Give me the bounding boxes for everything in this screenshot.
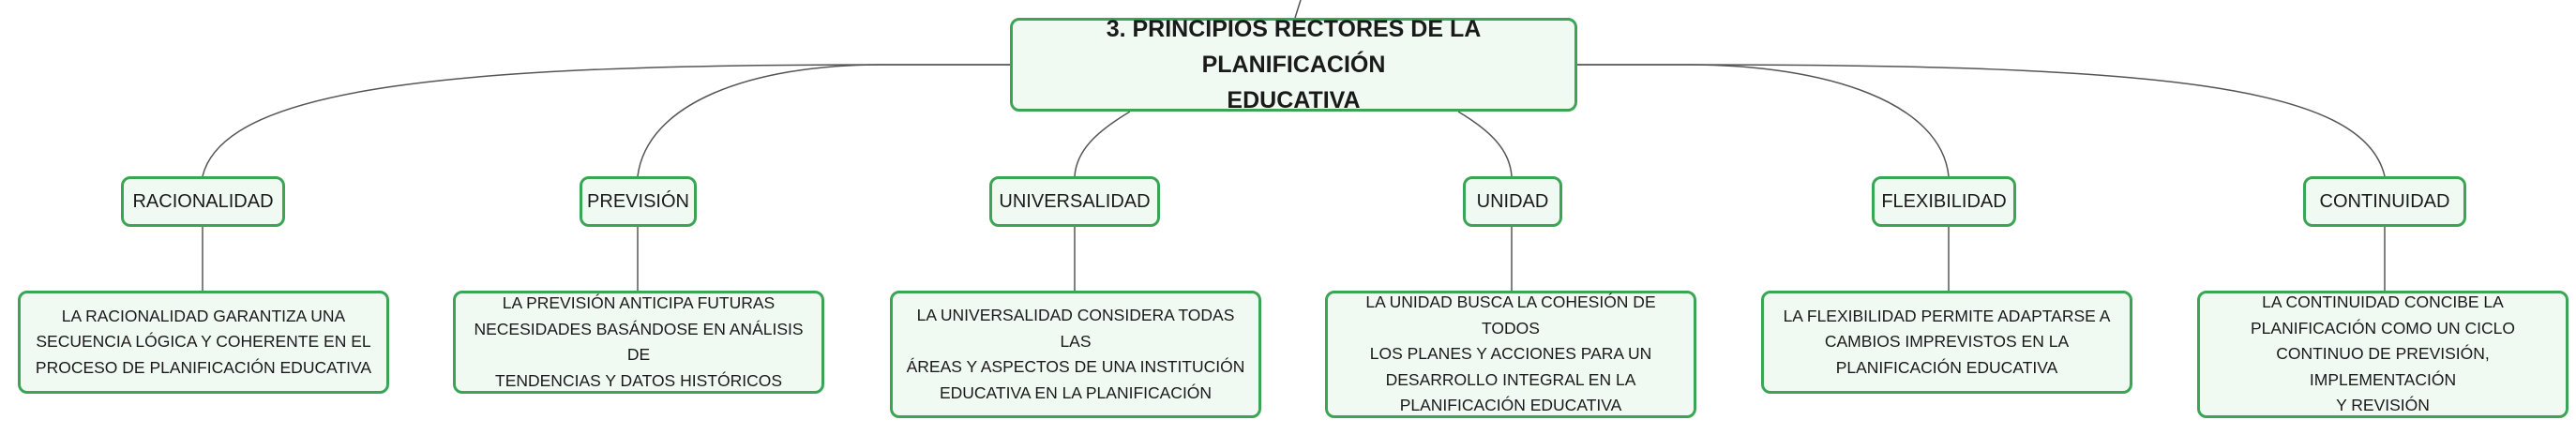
principle-label: CONTINUIDAD — [2319, 190, 2450, 212]
detail-racionalidad[interactable]: LA RACIONALIDAD GARANTIZA UNA SECUENCIA … — [18, 291, 389, 394]
principle-label: FLEXIBILIDAD — [1881, 190, 2007, 212]
principle-label: UNIDAD — [1476, 190, 1549, 212]
detail-text: LA UNIVERSALIDAD CONSIDERA TODAS LAS ÁRE… — [902, 303, 1249, 406]
detail-line: LA UNIVERSALIDAD CONSIDERA TODAS LAS — [916, 306, 1235, 351]
detail-line: LOS PLANES Y ACCIONES PARA UN — [1369, 344, 1652, 364]
detail-universalidad[interactable]: LA UNIVERSALIDAD CONSIDERA TODAS LAS ÁRE… — [890, 291, 1261, 418]
detail-line: EDUCATIVA EN LA PLANIFICACIÓN — [939, 382, 1213, 402]
detail-line: CAMBIOS IMPREVISTOS EN LA — [1824, 332, 2070, 352]
principle-prevision[interactable]: PREVISIÓN — [580, 176, 697, 227]
principle-unidad[interactable]: UNIDAD — [1463, 176, 1562, 227]
detail-line: NECESIDADES BASÁNDOSE EN ANÁLISIS DE — [474, 319, 804, 365]
detail-text: LA UNIDAD BUSCA LA COHESIÓN DE TODOS LOS… — [1337, 290, 1684, 419]
detail-line: LA UNIDAD BUSCA LA COHESIÓN DE TODOS — [1365, 292, 1656, 338]
detail-prevision[interactable]: LA PREVISIÓN ANTICIPA FUTURAS NECESIDADE… — [453, 291, 824, 394]
detail-text: LA CONTINUIDAD CONCIBE LA PLANIFICACIÓN … — [2209, 290, 2556, 419]
connector-racionalidad — [202, 64, 1010, 177]
detail-line: DESARROLLO INTEGRAL EN LA — [1385, 369, 1636, 389]
detail-line: ÁREAS Y ASPECTOS DE UNA INSTITUCIÓN — [906, 357, 1245, 376]
detail-line: Y REVISIÓN — [2336, 396, 2430, 415]
root-title-line2: EDUCATIVA — [1227, 87, 1361, 113]
principle-label: UNIVERSALIDAD — [999, 190, 1151, 212]
detail-flexibilidad[interactable]: LA FLEXIBILIDAD PERMITE ADAPTARSE A CAMB… — [1761, 291, 2132, 394]
detail-line: PLANIFICACIÓN COMO UN CICLO — [2251, 318, 2515, 338]
root-topic[interactable]: 3. PRINCIPIOS RECTORES DE LA PLANIFICACI… — [1010, 16, 1577, 113]
detail-text: LA PREVISIÓN ANTICIPA FUTURAS NECESIDADE… — [465, 291, 812, 394]
detail-line: SECUENCIA LÓGICA Y COHERENTE EN EL — [36, 332, 371, 352]
detail-line: LA RACIONALIDAD GARANTIZA UNA — [61, 306, 346, 325]
root-title: 3. PRINCIPIOS RECTORES DE LA PLANIFICACI… — [1032, 11, 1556, 118]
detail-line: LA FLEXIBILIDAD PERMITE ADAPTARSE A — [1783, 306, 2111, 325]
detail-line: TENDENCIAS Y DATOS HISTÓRICOS — [495, 370, 782, 390]
connector-continuidad — [1577, 64, 2386, 177]
detail-line: PROCESO DE PLANIFICACIÓN EDUCATIVA — [35, 357, 372, 377]
root-title-line1: 3. PRINCIPIOS RECTORES DE LA PLANIFICACI… — [1106, 16, 1482, 78]
connector-flexibilidad — [1577, 64, 1950, 177]
principle-label: RACIONALIDAD — [132, 190, 274, 212]
connector-universalidad — [1074, 111, 1131, 177]
connector-prevision — [637, 64, 1010, 177]
detail-text: LA RACIONALIDAD GARANTIZA UNA SECUENCIA … — [36, 304, 371, 382]
detail-continuidad[interactable]: LA CONTINUIDAD CONCIBE LA PLANIFICACIÓN … — [2197, 291, 2568, 418]
principle-flexibilidad[interactable]: FLEXIBILIDAD — [1872, 176, 2016, 227]
detail-line: LA CONTINUIDAD CONCIBE LA — [2262, 292, 2504, 312]
detail-line: CONTINUO DE PREVISIÓN, IMPLEMENTACIÓN — [2276, 344, 2490, 389]
principle-label: PREVISIÓN — [587, 190, 689, 212]
principle-racionalidad[interactable]: RACIONALIDAD — [121, 176, 285, 227]
connector-unidad — [1457, 111, 1513, 177]
principle-universalidad[interactable]: UNIVERSALIDAD — [989, 176, 1160, 227]
detail-line: LA PREVISIÓN ANTICIPA FUTURAS — [502, 293, 776, 312]
principle-continuidad[interactable]: CONTINUIDAD — [2303, 176, 2466, 227]
detail-unidad[interactable]: LA UNIDAD BUSCA LA COHESIÓN DE TODOS LOS… — [1325, 291, 1696, 418]
detail-line: PLANIFICACIÓN EDUCATIVA — [1835, 357, 2058, 377]
detail-text: LA FLEXIBILIDAD PERMITE ADAPTARSE A CAMB… — [1784, 304, 2111, 382]
detail-line: PLANIFICACIÓN EDUCATIVA — [1399, 396, 1622, 415]
